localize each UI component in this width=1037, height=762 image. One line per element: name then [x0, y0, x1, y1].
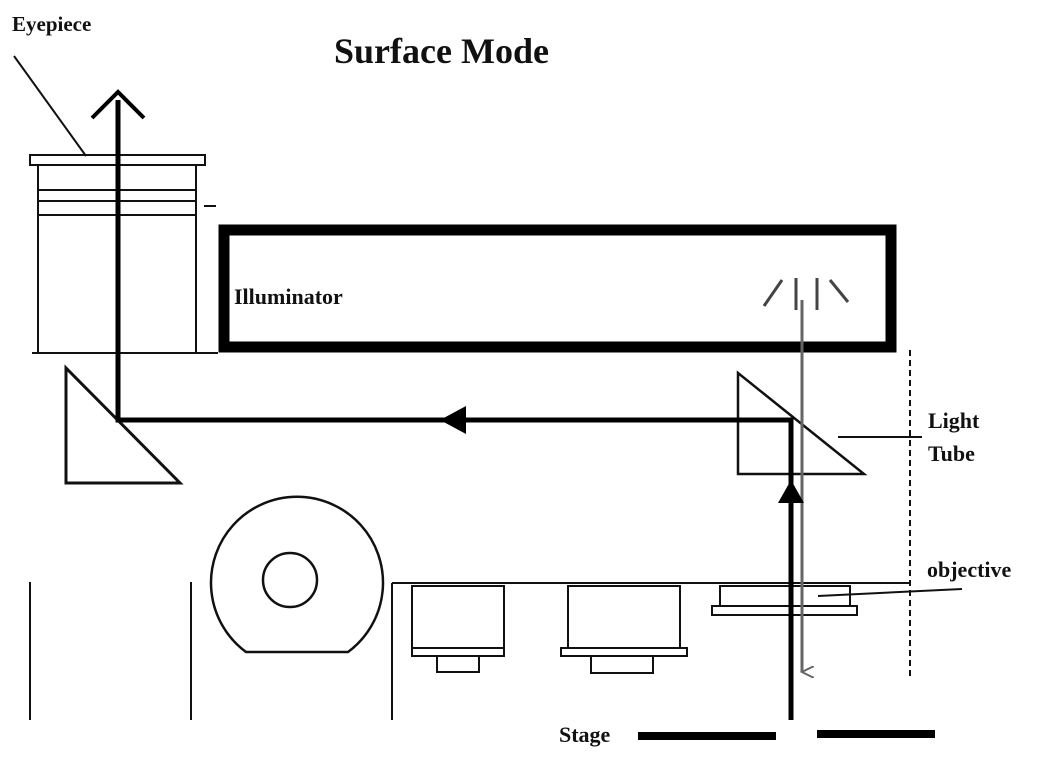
- illuminator-label: Illuminator: [234, 284, 343, 309]
- stage-label: Stage: [559, 722, 611, 747]
- eyepiece-arrowhead: [90, 89, 146, 120]
- objective-label: objective: [927, 557, 1012, 582]
- light-tube-label: Light Tube: [928, 404, 979, 470]
- lamp-rays: [762, 278, 850, 310]
- diagram-title: Surface Mode: [334, 31, 549, 71]
- stage-bars: [638, 730, 935, 740]
- light-tube-label-line2: Tube: [928, 441, 975, 466]
- imaging-light-path: [90, 89, 804, 720]
- eyepiece-leader-line: [13, 55, 87, 157]
- microscope-body-outline: [29, 350, 911, 720]
- objective-leader-line: [817, 588, 963, 597]
- illuminator-box: [218, 224, 897, 353]
- light-tube-label-line1: Light: [928, 408, 980, 433]
- objective-lens-2: [560, 585, 688, 674]
- eyepiece-label: Eyepiece: [12, 12, 92, 36]
- objective-lens-3: [711, 585, 858, 616]
- left-prism: [64, 364, 184, 485]
- path-arrow-left: [440, 406, 466, 434]
- path-arrow-up: [778, 480, 804, 503]
- focus-knob: [209, 495, 385, 654]
- objective-lens-1: [411, 585, 505, 673]
